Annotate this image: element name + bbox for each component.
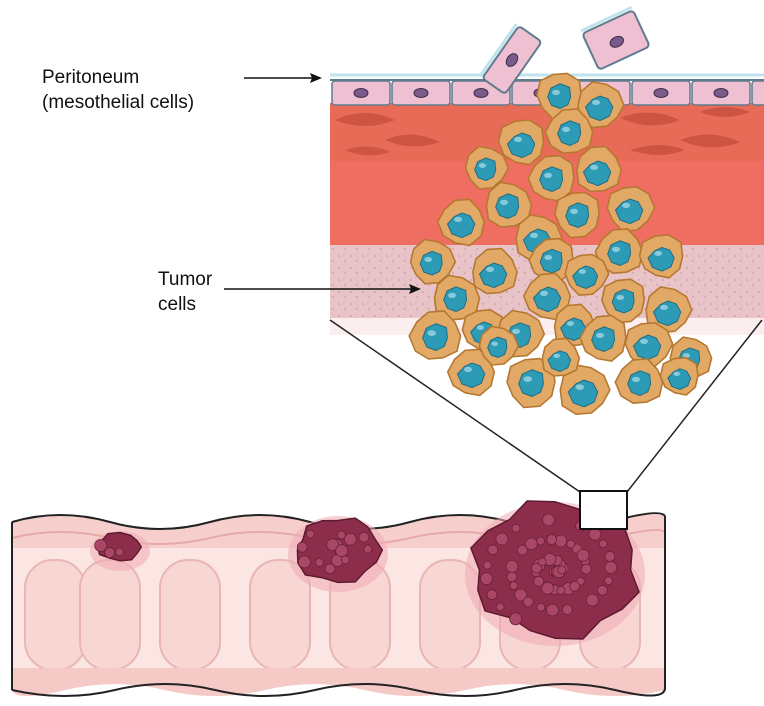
mucosal-fold <box>25 560 85 670</box>
zoom-region-box <box>580 491 627 529</box>
mesothelial-cell <box>332 81 390 105</box>
mesothelial-cell <box>752 81 764 105</box>
mucosal-fold <box>160 560 220 670</box>
tumor-cells-label: Tumor cells <box>158 267 212 317</box>
peritoneum-arrow <box>244 73 322 83</box>
mesothelial-cell <box>692 81 750 105</box>
medium-polyp-icon <box>288 516 388 592</box>
peritoneum-label-line1: Peritoneum <box>42 65 194 90</box>
small-polyp-icon <box>90 531 150 571</box>
tumor-cell <box>660 358 698 395</box>
peritoneum-label: Peritoneum (mesothelial cells) <box>42 65 194 115</box>
tissue-cross-section <box>330 7 764 414</box>
mesothelial-cell <box>392 81 450 105</box>
peritoneum-label-line2: (mesothelial cells) <box>42 90 194 115</box>
mucosal-fold <box>80 560 140 670</box>
mesothelial-cell <box>632 81 690 105</box>
tumor-label-line1: Tumor <box>158 267 212 292</box>
colon-wall-illustration <box>12 500 668 706</box>
detached-mesothelial-cell-2 <box>581 7 650 70</box>
tumor-label-line2: cells <box>158 292 212 317</box>
